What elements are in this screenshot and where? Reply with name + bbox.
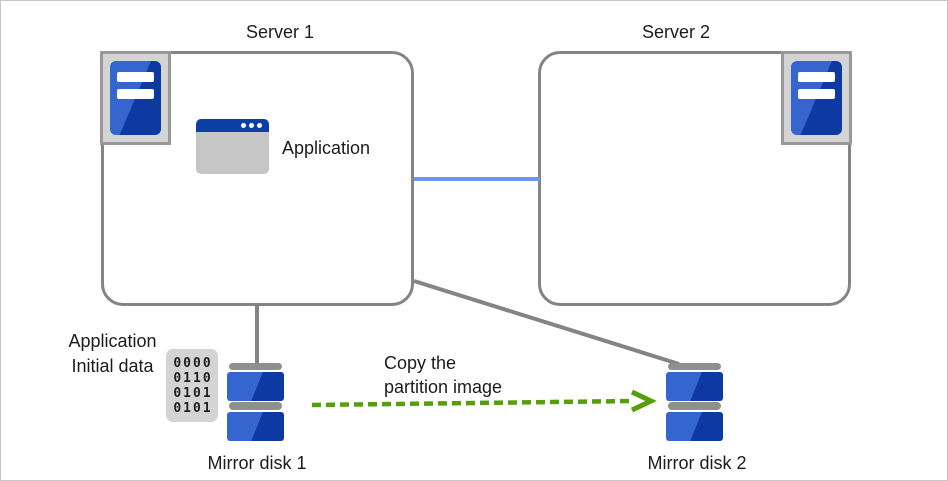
- copy-arrow-line: [311, 398, 635, 408]
- server2-title: Server 2: [641, 22, 711, 42]
- initial-data-line1: Application: [68, 331, 157, 351]
- binary-row: 0101: [173, 385, 213, 401]
- server-slot: [117, 89, 154, 99]
- application-window-icon: [196, 119, 269, 174]
- initial-data-line2: Initial data: [71, 356, 154, 376]
- disk2-connector-line: [413, 279, 680, 366]
- server-tower-body: [791, 61, 842, 135]
- copy-annotation-line1: Copy the: [384, 353, 457, 373]
- application-window-body: [196, 132, 269, 174]
- server-slot: [798, 89, 835, 99]
- initial-data-label: Application Initial data: [53, 329, 172, 379]
- window-dots-icon: [241, 123, 262, 128]
- disk-cap: [668, 363, 721, 370]
- binary-row: 0110: [173, 370, 213, 386]
- binary-data-icon: 0000 0110 0101 0101: [166, 349, 218, 422]
- server-slot: [798, 72, 835, 82]
- copy-annotation-line2: partition image: [384, 377, 503, 397]
- disk-platter: [666, 412, 723, 441]
- server1-title: Server 1: [245, 22, 315, 42]
- mirror-disk1-icon: [227, 363, 284, 441]
- disk-platter: [666, 372, 723, 401]
- mirror-disk2-label: Mirror disk 2: [647, 453, 747, 473]
- mirror-disk2-icon: [666, 363, 723, 441]
- disk-divider: [229, 402, 282, 410]
- server1-tower-icon: [100, 51, 171, 145]
- mirror-disk1-label: Mirror disk 1: [207, 453, 307, 473]
- disk-platter: [227, 412, 284, 441]
- server-tower-body: [110, 61, 161, 135]
- binary-row: 0101: [173, 400, 213, 416]
- disk-divider: [668, 402, 721, 410]
- binary-row: 0000: [173, 355, 213, 371]
- server2-tower-icon: [781, 51, 852, 145]
- application-label: Application: [282, 138, 371, 158]
- disk-platter: [227, 372, 284, 401]
- server-slot: [117, 72, 154, 82]
- copy-arrow-head: [630, 389, 657, 413]
- copy-annotation: Copy the partition image: [384, 351, 502, 399]
- application-titlebar: [196, 119, 269, 132]
- disk-cap: [229, 363, 282, 370]
